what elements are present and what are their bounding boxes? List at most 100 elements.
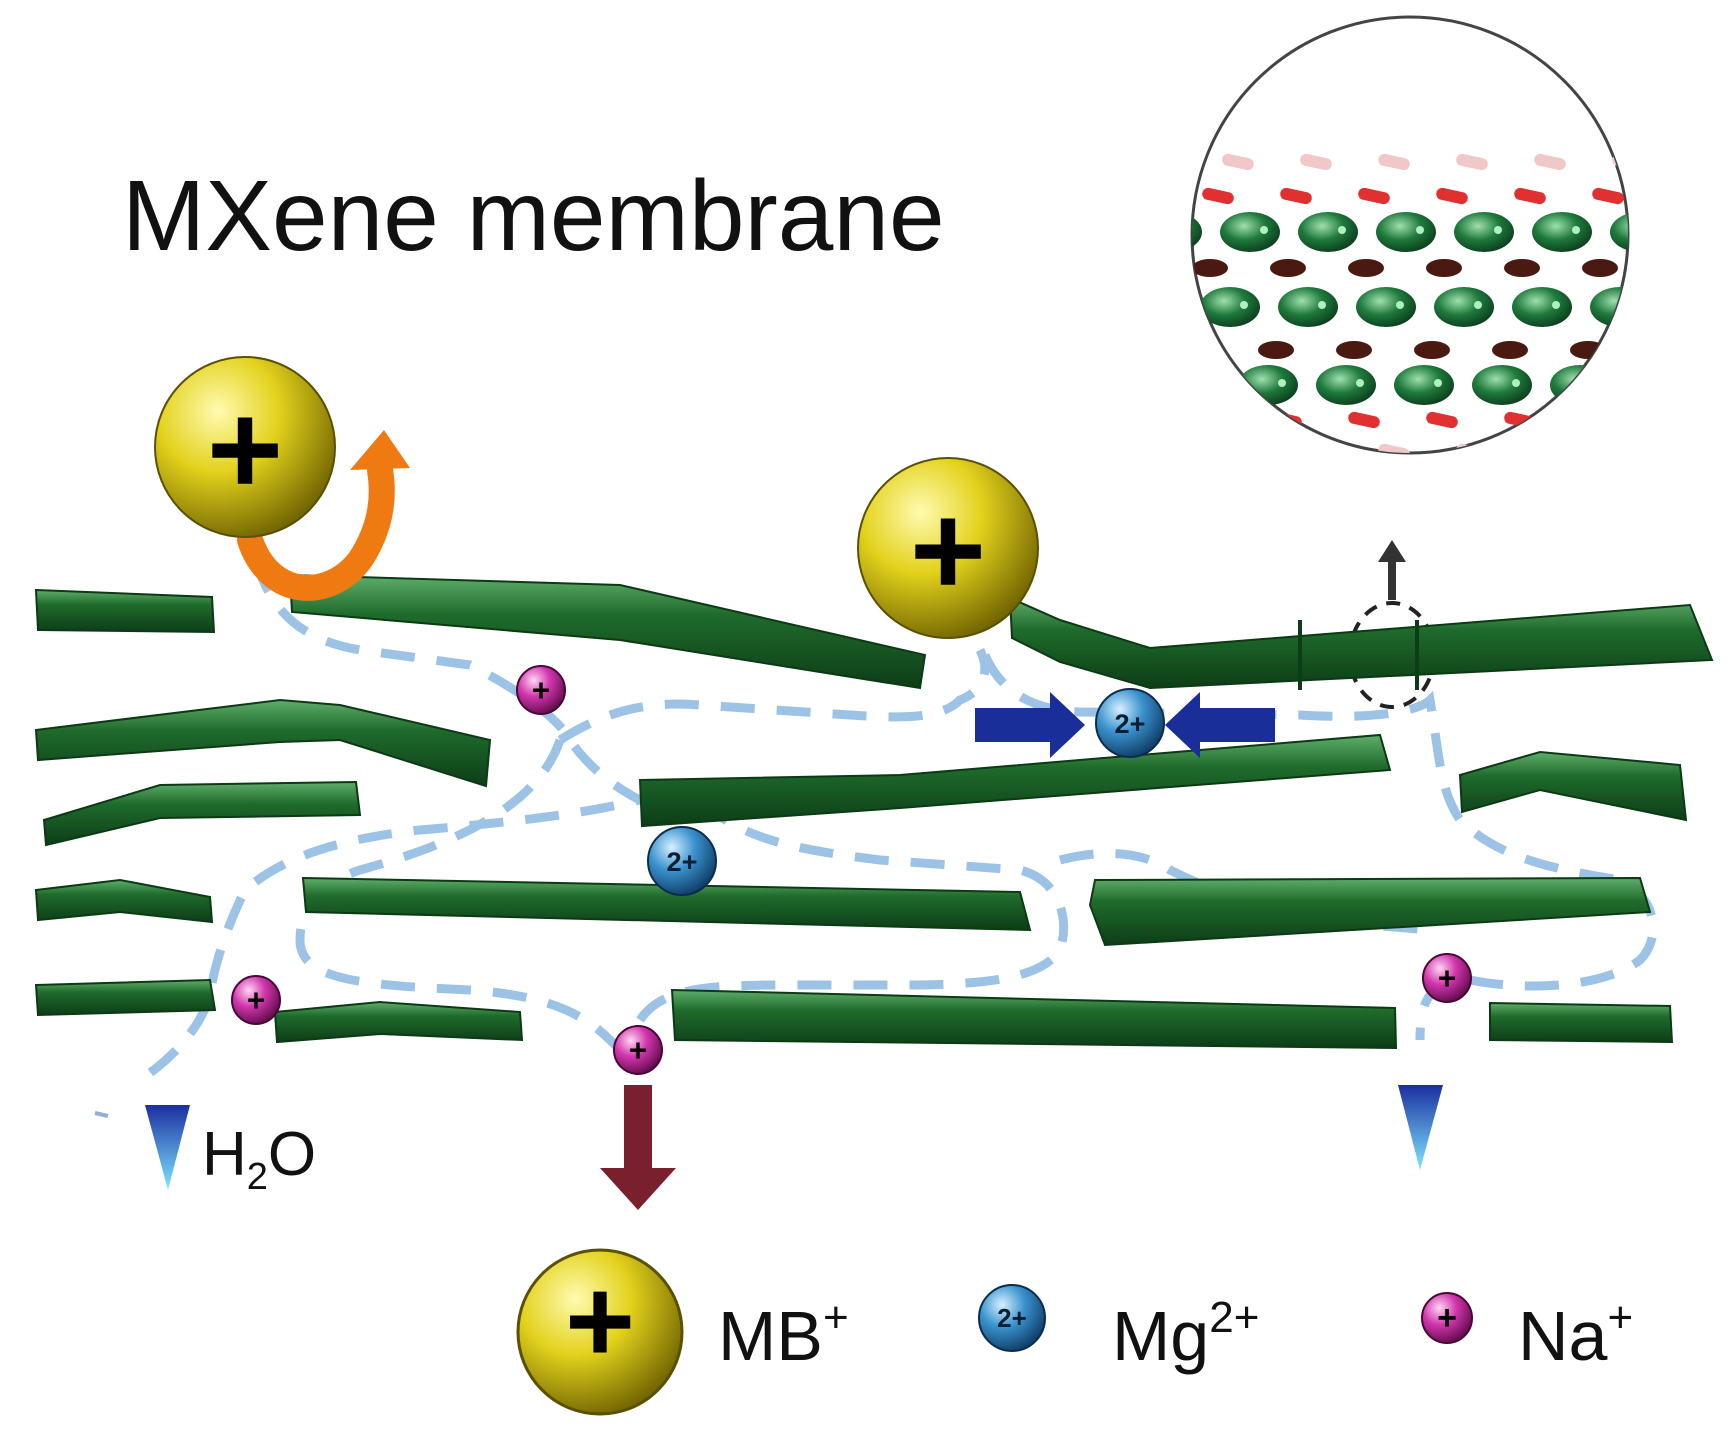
atom-highlight [1474, 301, 1482, 309]
mxene-sheet [34, 978, 217, 1017]
green-atom [1298, 212, 1358, 252]
mb-ion-symbol: + [207, 376, 283, 522]
na-ion: + [613, 1025, 663, 1075]
pathway-left [137, 558, 653, 1084]
legend-na-label: Na+ [1518, 1293, 1633, 1375]
mxene-sheet [288, 573, 927, 690]
faint-atom [1300, 153, 1332, 171]
dark-atom [1270, 259, 1306, 277]
green-atom [1434, 287, 1494, 327]
mb-ion: + [154, 356, 336, 538]
mb-sphere [857, 457, 1039, 639]
atom-highlight [1356, 379, 1364, 387]
faint-atom [1456, 153, 1488, 171]
mxene-sheets [34, 573, 1714, 1050]
atom-highlight [1668, 379, 1676, 387]
atom-highlight [1260, 226, 1268, 234]
na-ion: + [516, 665, 566, 715]
dark-atom [1426, 259, 1462, 277]
mg-ion-symbol: 2+ [667, 846, 698, 877]
green-atom [1376, 212, 1436, 252]
mg-ion-symbol: 2+ [997, 1303, 1027, 1333]
water-droplets [94, 1085, 1443, 1190]
na-sphere [613, 1025, 663, 1075]
water-drop-icon [1398, 1085, 1443, 1170]
atom-highlight [1416, 226, 1424, 234]
faint-atom [1612, 443, 1628, 453]
faint-atom [1378, 153, 1410, 171]
pass-arrow [600, 1085, 676, 1210]
dark-atom [1258, 341, 1294, 359]
mxene-sheet [34, 588, 216, 634]
faint-atom [1143, 153, 1177, 171]
atom-highlight [1590, 379, 1598, 387]
atom-highlight [1182, 226, 1190, 234]
green-atom [1512, 287, 1572, 327]
faint-atom [1143, 443, 1177, 461]
dark-atom [1192, 259, 1228, 277]
mg-sphere [1095, 688, 1165, 758]
squeeze-arrows [975, 692, 1275, 758]
green-atom [1238, 365, 1298, 405]
na-ion-symbol: + [1437, 1299, 1457, 1337]
na-ion-symbol: + [247, 983, 265, 1018]
legend-mg: 2+ Mg2+ [978, 1284, 1259, 1375]
red-atom [1358, 187, 1390, 205]
atom-highlight [1434, 379, 1442, 387]
red-atom [1426, 411, 1458, 429]
faint-atom [1378, 443, 1410, 453]
mxene-sheet [273, 1000, 524, 1044]
na-ion-symbol: + [532, 673, 550, 708]
green-atom [1122, 287, 1182, 327]
mxene-sheet [1489, 1001, 1674, 1044]
ions: ++2+2+++++ [154, 356, 1472, 1075]
faint-atom [1456, 443, 1488, 453]
dark-atom [1660, 259, 1696, 277]
dark-atom [1102, 341, 1138, 359]
na-ion: + [1422, 953, 1472, 1003]
red-atom [1514, 187, 1546, 205]
mxene-sheet [1008, 596, 1714, 690]
mxene-sheet [34, 698, 492, 788]
water-label: H2O [202, 1120, 316, 1198]
green-atom [1316, 365, 1376, 405]
atom-highlight [1396, 301, 1404, 309]
red-atom [1592, 187, 1624, 205]
atom-highlight [1200, 379, 1208, 387]
mg-sphere [647, 826, 717, 896]
mg-ion-symbol: 2+ [1115, 708, 1146, 739]
atom-highlight [1512, 379, 1520, 387]
red-atom [1348, 411, 1380, 429]
atom-highlight [1552, 301, 1560, 309]
mxene-sheet [301, 876, 1032, 932]
legend-mg-label: Mg2+ [1112, 1293, 1259, 1375]
faint-atom [1222, 153, 1254, 171]
faint-atom [1300, 443, 1332, 453]
green-atom [1192, 212, 1202, 252]
mxene-sheet [638, 733, 1392, 828]
mxene-sheet [34, 878, 214, 924]
pathway-center-low [636, 796, 1069, 1023]
green-atom [1610, 212, 1628, 252]
na-ion-symbol: + [629, 1033, 647, 1068]
zoom-arrow [1348, 540, 1436, 709]
green-atom [1394, 365, 1454, 405]
red-atom [1123, 187, 1157, 205]
dark-atom [1192, 341, 1216, 359]
red-atom [1202, 187, 1234, 205]
mb-ion-symbol: + [565, 1254, 635, 1388]
green-atom [1472, 365, 1532, 405]
dark-atom [1414, 341, 1450, 359]
pathway-right [980, 653, 1658, 1041]
green-atom [1454, 212, 1514, 252]
green-atom [1192, 365, 1220, 405]
sheet-seam [1298, 620, 1302, 690]
squeeze-arrow-right [1165, 692, 1275, 758]
dark-atom [1582, 259, 1618, 277]
atom-highlight [1650, 226, 1658, 234]
mxene-sheet [670, 988, 1398, 1050]
na-ion-symbol: + [1438, 961, 1456, 996]
mb-sphere [154, 356, 336, 538]
na-ion: + [231, 975, 281, 1025]
